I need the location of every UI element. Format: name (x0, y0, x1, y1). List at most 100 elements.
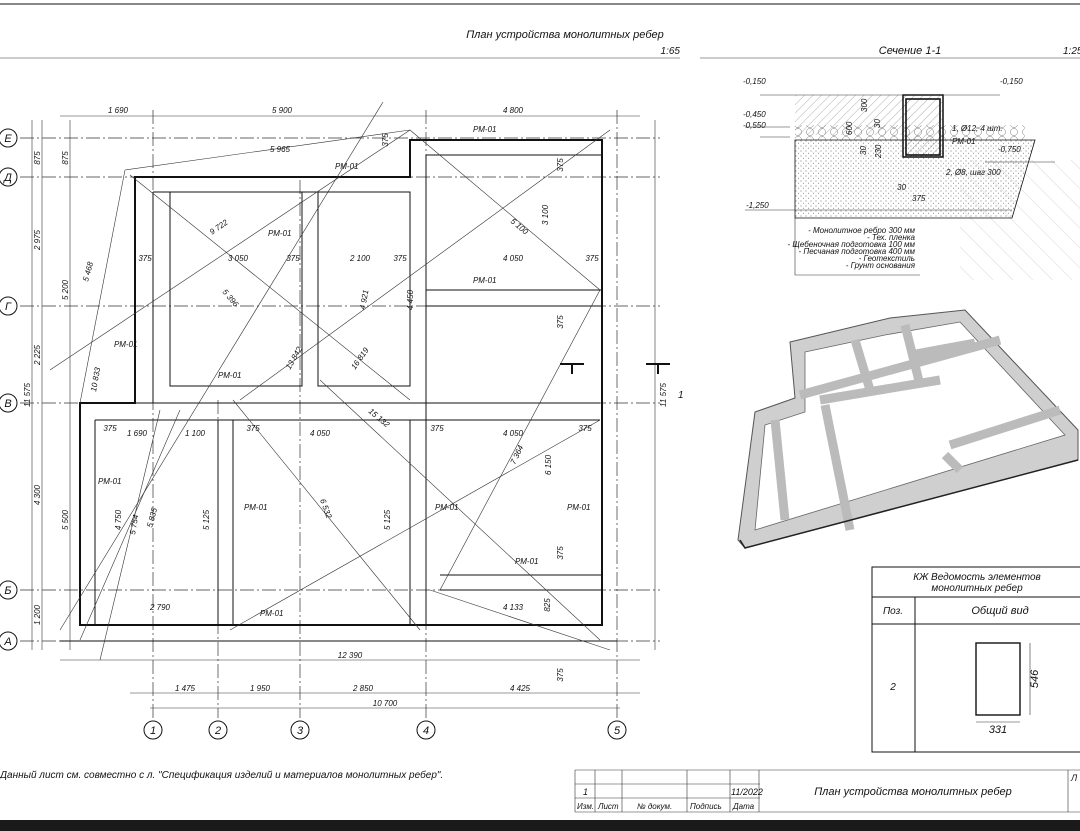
axis-label: 1 (150, 725, 156, 737)
level-mark: -0,150 (743, 77, 766, 86)
dim-label: 2 100 (349, 254, 371, 263)
element-outline (975, 642, 1021, 716)
diag-label: 5 835 (145, 506, 159, 528)
diagonal-check-lines (49, 101, 611, 661)
level-mark: -1,250 (746, 201, 769, 210)
section-dim: 600 (845, 121, 854, 135)
grid-axes (20, 110, 660, 718)
header-sign: Подпись (690, 802, 722, 811)
axis-label: 3 (297, 725, 304, 737)
dim-label: 1 690 (108, 106, 129, 115)
diag-label: 13 842 (284, 345, 304, 371)
header-doc: № докум. (637, 802, 672, 811)
diag-label: 4 921 (358, 289, 370, 310)
title-block-sheet-title: План устройства монолитных ребер (814, 786, 1012, 798)
dim-label: 375 (556, 315, 565, 329)
dimension-lines (31, 115, 656, 709)
level-mark: -0,550 (743, 121, 766, 130)
diag-label: 5 468 (81, 260, 95, 282)
diag-label: 9 722 (208, 217, 230, 236)
dim-label: 2 850 (352, 684, 374, 693)
callout-label: 2, Ø8, шаг 300 (945, 168, 1001, 177)
dim-label: 875 (61, 151, 70, 165)
section-cut-marker: 1 (560, 363, 684, 401)
axis-label: Б (4, 585, 11, 597)
dim-label: 1 690 (127, 429, 148, 438)
col-view-header: Общий вид (971, 605, 1028, 617)
rm-label: РМ-01 (435, 503, 458, 512)
rm-label: РМ-01 (567, 503, 590, 512)
row-pos: 2 (889, 682, 896, 693)
dimension-labels: 1 690 5 900 4 800 5 965 12 390 1 475 1 9… (23, 106, 668, 708)
isometric-3d-view (737, 309, 1079, 549)
bottom-bar (0, 820, 1080, 831)
rm-label: РМ-01 (244, 503, 267, 512)
plan-scale: 1:65 (661, 46, 681, 57)
dim-label: 1 100 (185, 429, 206, 438)
diag-label: 5 754 (128, 514, 140, 536)
title-block: 1 11/2022 Изм. Лист № докум. Подпись Дат… (574, 769, 1080, 813)
axis-label: 4 (423, 725, 429, 737)
dim-label: 12 390 (338, 651, 363, 660)
axis-label: Г (5, 301, 12, 313)
dim-label: 2 975 (33, 229, 42, 251)
axis-label: 2 (214, 725, 221, 737)
dim-label: 4 425 (510, 684, 531, 693)
rib-outlines (60, 139, 617, 642)
dim-label: 1 475 (175, 684, 196, 693)
diag-label: 6 532 (318, 498, 333, 520)
dim-label: 375 (138, 254, 152, 263)
diag-label: 6 150 (544, 454, 553, 475)
dim-label: 4 050 (310, 429, 331, 438)
diag-label: 4 750 (114, 509, 123, 530)
diag-label: 5 125 (202, 509, 211, 530)
dim-label: 375 (556, 158, 565, 172)
dim-label: 5 500 (61, 509, 70, 530)
axis-label: Е (4, 133, 12, 145)
dim-label: 1 950 (250, 684, 271, 693)
dim-label: 875 (33, 151, 42, 165)
diag-label: 16 819 (349, 345, 371, 371)
dim-label: 5 900 (272, 106, 293, 115)
dim-label: 4 133 (503, 603, 524, 612)
schedule-title-1: КЖ Ведомость элементов (913, 572, 1041, 583)
dim-label: 11 575 (659, 383, 668, 407)
dim-label: 2 790 (149, 603, 171, 612)
plan-title: План устройства монолитных ребер (466, 29, 664, 41)
title-block-change: 1 (583, 787, 588, 797)
axis-bubbles-vertical: 1 2 3 4 5 (143, 720, 627, 740)
level-mark: -0,450 (743, 110, 766, 119)
dim-label: 4 050 (503, 254, 524, 263)
title-block-corner: Л (1070, 773, 1078, 783)
header-list: Лист (597, 802, 619, 811)
col-pos-header: Поз. (883, 606, 903, 617)
callout-label: 1, Ø12, 4 шт. (952, 124, 1003, 133)
section-scale: 1:25 (1063, 46, 1080, 57)
axis-label: В (4, 398, 11, 410)
dim-label: 11 575 (23, 383, 32, 407)
section-dim: 300 (860, 98, 869, 112)
dim-label: 375 (393, 254, 407, 263)
element-width: 331 (989, 724, 1007, 736)
sheet-note: Данный лист см. совместно с л. "Специфик… (0, 769, 443, 781)
header-izm: Изм. (577, 802, 594, 811)
rm-label: РМ-01 (473, 276, 496, 285)
dim-label: 825 (543, 598, 552, 612)
callout-label: РМ-01 (952, 137, 975, 146)
diagonal-labels: 9 722 5 100 3 100 5 468 10 833 5 396 13 … (81, 204, 553, 535)
dim-label: 375 (381, 133, 390, 147)
title-block-date: 11/2022 (731, 787, 763, 797)
axis-bubbles-horizontal: Е Д Г В Б А (0, 128, 18, 651)
axis-label: 5 (614, 725, 621, 737)
dim-label: 4 300 (33, 484, 42, 505)
layer-label: - Геотекстиль (859, 254, 915, 263)
diag-label: 4 450 (406, 289, 415, 310)
header-date: Дата (732, 802, 755, 811)
rm-label: РМ-01 (268, 229, 291, 238)
dim-label: 5 965 (270, 145, 291, 154)
element-schedule: КЖ Ведомость элементов монолитных ребер … (871, 566, 1080, 753)
layer-label: - Песчаная подготовка 400 мм (799, 247, 916, 256)
dim-label: 2 225 (33, 344, 42, 366)
axis-label: Д (2, 172, 12, 184)
